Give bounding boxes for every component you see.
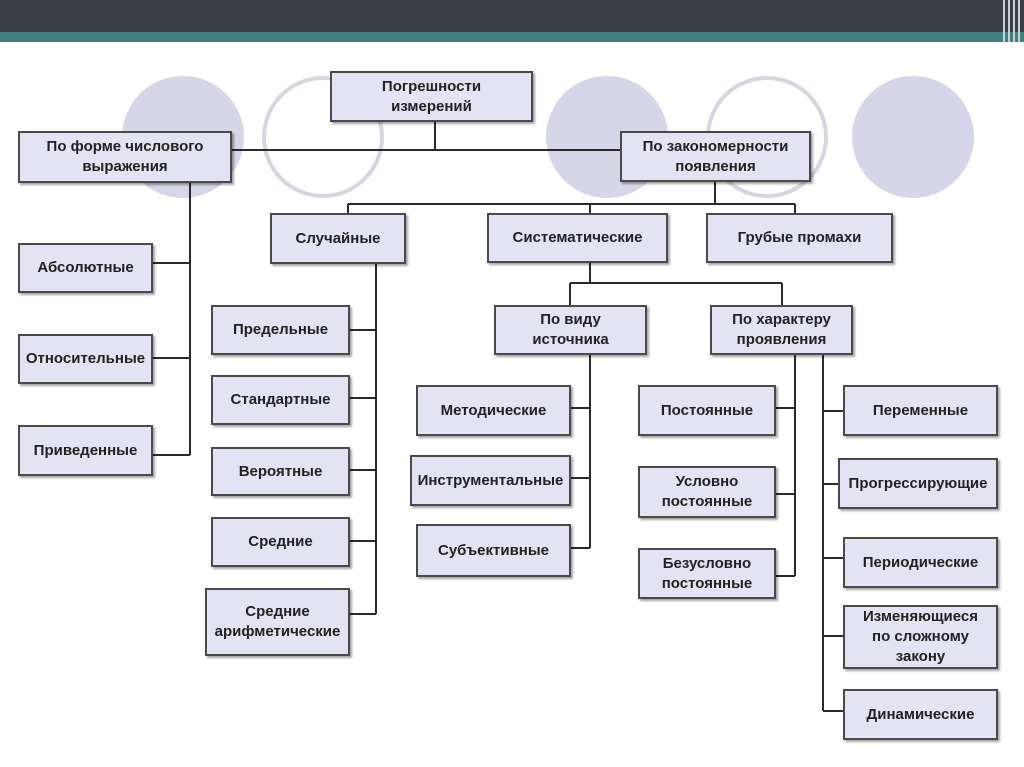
by-character-box: По характеру проявления bbox=[710, 305, 853, 355]
root-box: Погрешности измерений bbox=[330, 71, 533, 122]
by-form-box: По форме числового выражения bbox=[18, 131, 232, 183]
cond-constant-box: Условно постоянные bbox=[638, 466, 776, 518]
subjective-label: Субъективные bbox=[437, 541, 550, 559]
reduced-box: Приведенные bbox=[18, 425, 153, 476]
dynamic-label: Динамические bbox=[866, 705, 975, 723]
progressive-box: Прогрессирующие bbox=[838, 458, 998, 509]
random-box: Случайные bbox=[270, 213, 406, 264]
constant-box: Постоянные bbox=[638, 385, 776, 436]
by-character-label: По характеру проявления bbox=[732, 311, 831, 348]
uncond-constant-label: Безусловно постоянные bbox=[661, 554, 753, 592]
standard-box: Стандартные bbox=[211, 375, 350, 425]
gross-label: Грубые промахи bbox=[737, 229, 862, 246]
mean-label: Средние bbox=[248, 533, 313, 550]
constant-label: Постоянные bbox=[660, 401, 754, 419]
absolute-box: Абсолютные bbox=[18, 243, 153, 293]
progressive-label: Прогрессирующие bbox=[848, 474, 988, 492]
absolute-label: Абсолютные bbox=[37, 259, 134, 276]
complex-law-label: Изменяющиеся по сложному закону bbox=[862, 608, 979, 665]
variable-box: Переменные bbox=[843, 385, 998, 436]
standard-label: Стандартные bbox=[230, 391, 331, 408]
subjective-box: Субъективные bbox=[416, 524, 571, 577]
limit-label: Предельные bbox=[232, 321, 329, 338]
random-label: Случайные bbox=[295, 229, 381, 247]
by-source-box: По виду источника bbox=[494, 305, 647, 355]
relative-box: Относительные bbox=[18, 334, 153, 384]
methodical-box: Методические bbox=[416, 385, 571, 436]
decor-circle-2 bbox=[262, 76, 384, 198]
by-pattern-box: По закономерности появления bbox=[620, 131, 811, 182]
relative-label: Относительные bbox=[25, 350, 146, 367]
instrumental-box: Инструментальные bbox=[410, 455, 571, 506]
probable-box: Вероятные bbox=[211, 447, 350, 496]
by-pattern-label: По закономерности появления bbox=[642, 137, 789, 175]
reduced-label: Приведенные bbox=[33, 441, 138, 459]
top-bar-decoration bbox=[998, 0, 1020, 42]
top-bar-stripe bbox=[0, 32, 1024, 42]
gross-box: Грубые промахи bbox=[706, 213, 893, 263]
complex-law-box: Изменяющиеся по сложному закону bbox=[843, 605, 998, 669]
methodical-label: Методические bbox=[440, 401, 547, 419]
dynamic-box: Динамические bbox=[843, 689, 998, 740]
by-form-label: По форме числового выражения bbox=[46, 138, 204, 175]
systematic-box: Систематические bbox=[487, 213, 668, 263]
instrumental-label: Инструментальные bbox=[417, 471, 564, 489]
periodic-box: Периодические bbox=[843, 537, 998, 588]
periodic-label: Периодические bbox=[862, 553, 979, 571]
top-bar bbox=[0, 0, 1024, 32]
variable-label: Переменные bbox=[872, 401, 969, 419]
cond-constant-label: Условно постоянные bbox=[661, 473, 753, 510]
by-source-label: По виду источника bbox=[532, 311, 609, 348]
arith-mean-label: Средние арифметические bbox=[214, 603, 341, 640]
systematic-label: Систематические bbox=[512, 229, 643, 246]
uncond-constant-box: Безусловно постоянные bbox=[638, 548, 776, 599]
decor-circle-5 bbox=[852, 76, 974, 198]
mean-box: Средние bbox=[211, 517, 350, 567]
root-label: Погрешности измерений bbox=[381, 77, 482, 115]
arith-mean-box: Средние арифметические bbox=[205, 588, 350, 656]
probable-label: Вероятные bbox=[238, 462, 323, 480]
limit-box: Предельные bbox=[211, 305, 350, 355]
